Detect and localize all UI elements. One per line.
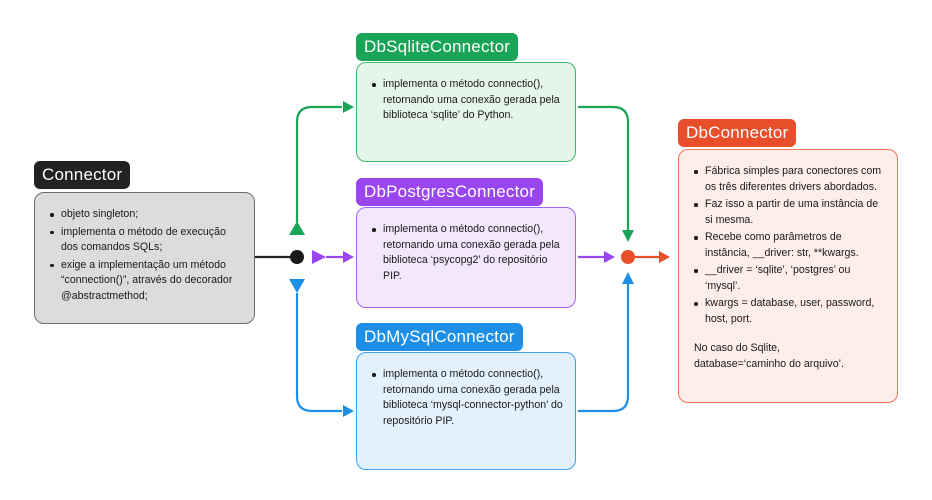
connector-item: implementa o método de execução dos coma… xyxy=(50,225,242,256)
db-connector-item: __driver = ‘sqlite’, ‘postgres’ ou ‘mysq… xyxy=(694,263,885,294)
sqlite-note-line: No caso do Sqlite, xyxy=(694,342,780,354)
mysql-downward-triangle xyxy=(289,279,305,293)
sqlite-note: No caso do Sqlite, database=‘caminho do … xyxy=(691,341,885,372)
mysql-up-arrowhead xyxy=(622,272,634,284)
mysql-inherit-path xyxy=(295,293,342,413)
postgres-triangle xyxy=(312,250,326,264)
mysql-to-factory-path xyxy=(578,284,630,413)
sqlite-upward-triangle xyxy=(289,221,305,235)
db-connector-item: Recebe como parâmetros de instância, __d… xyxy=(694,230,885,261)
postgres-connector-item: implementa o método connectio(), retorna… xyxy=(372,222,563,284)
postgres-right-arrowhead xyxy=(343,251,354,263)
connector-list: objeto singleton; implementa o método de… xyxy=(47,207,242,304)
postgres-connector-list: implementa o método connectio(), retorna… xyxy=(369,222,563,284)
sqlite-connector-list: implementa o método connectio(), retorna… xyxy=(369,77,563,124)
mysql-connector-title: DbMySqlConnector xyxy=(356,323,523,351)
postgres-to-factory-arrowhead xyxy=(604,251,615,263)
factory-arrowhead xyxy=(659,251,670,263)
sqlite-note-line: database=‘caminho do arquivo’. xyxy=(694,357,844,370)
inheritance-junction-dot xyxy=(290,250,304,264)
db-connector-item: Fábrica simples para conectores com os t… xyxy=(694,164,885,195)
mysql-right-arrowhead xyxy=(343,405,354,417)
postgres-connector-title: DbPostgresConnector xyxy=(356,178,544,206)
connector-box: objeto singleton; implementa o método de… xyxy=(34,192,255,324)
postgres-connector-box: implementa o método connectio(), retorna… xyxy=(356,207,576,308)
sqlite-connector-item: implementa o método connectio(), retorna… xyxy=(372,77,563,124)
sqlite-connector-title: DbSqliteConnector xyxy=(356,33,519,61)
factory-junction-dot xyxy=(621,250,635,264)
connector-title: Connector xyxy=(34,161,131,189)
db-connector-item: kwargs = database, user, password, host,… xyxy=(694,296,885,327)
mysql-connector-box: implementa o método connectio(), retorna… xyxy=(356,352,576,470)
db-connector-title: DbConnector xyxy=(678,119,797,147)
sqlite-right-arrowhead xyxy=(343,101,354,113)
db-connector-list: Fábrica simples para conectores com os t… xyxy=(691,164,885,327)
sqlite-inherit-path xyxy=(295,105,342,222)
connector-item: exige a implementação um método “connect… xyxy=(50,258,242,305)
mysql-connector-item: implementa o método connectio(), retorna… xyxy=(372,367,563,429)
sqlite-connector-box: implementa o método connectio(), retorna… xyxy=(356,62,576,162)
db-connector-box: Fábrica simples para conectores com os t… xyxy=(678,149,898,403)
sqlite-to-factory-path xyxy=(578,105,630,230)
mysql-connector-list: implementa o método connectio(), retorna… xyxy=(369,367,563,429)
db-connector-item: Faz isso a partir de uma instância de si… xyxy=(694,197,885,228)
connector-item: objeto singleton; xyxy=(50,207,242,223)
sqlite-down-arrowhead xyxy=(622,230,634,242)
